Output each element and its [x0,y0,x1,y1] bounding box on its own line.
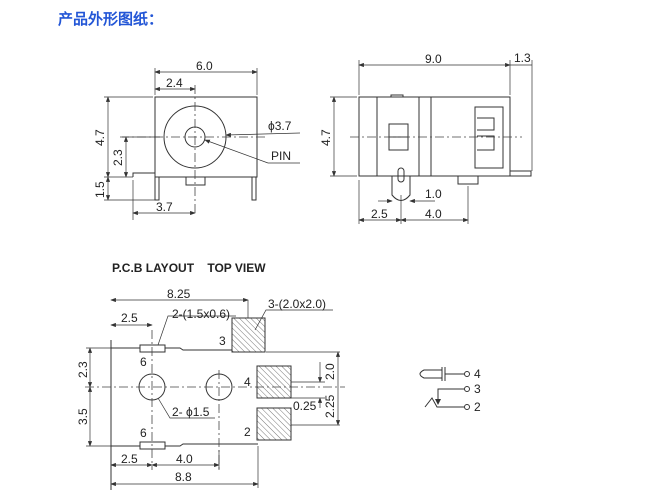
dim-bottom-b: 4.0 [176,452,193,466]
slot-top [139,344,166,353]
pad-4 [256,365,292,399]
dim-extension: 1.3 [514,51,531,65]
dim-length: 9.0 [425,52,442,66]
dim-offset: 2.4 [166,76,183,90]
dim-lower: 3.5 [76,408,90,425]
dim-upper: 2.3 [76,361,90,378]
drawing-line [157,315,236,346]
drawing-line [464,404,470,410]
drawing-line [424,397,464,408]
pad-2 [256,407,292,441]
drawing-line [457,176,479,185]
pad-3-label: 3 [219,334,226,348]
dim-bottom-a: 2.5 [121,452,138,466]
front-view: 6.0 2.4 4.7 2.3 1.5 3.7 ϕ3.7 PIN [93,59,301,220]
schematic-pin-2: 2 [474,400,481,414]
drawing-line [419,369,442,379]
dim-pad-pitch: 2.25 [323,394,337,418]
dim-width: 6.0 [196,59,213,73]
pad-spec: 3-(2.0x2.0) [268,297,326,311]
side-body [358,96,511,177]
dim-overall-bottom: 8.8 [175,470,192,484]
jack-schematic: 4 3 2 [419,367,481,414]
dim-pin-length: 1.5 [93,181,107,198]
side-view: 9.0 1.3 4.7 1.0 2.5 4.0 [319,51,533,224]
drawing-line [254,309,333,331]
dim-center-height: 2.3 [111,149,125,166]
drawing-line [225,132,301,137]
page-title: 产品外形图纸： [58,10,163,28]
drawing-line [111,347,258,447]
schematic-pin-4: 4 [474,367,481,381]
dim-height: 4.7 [93,129,107,146]
dim-pin-spacing: 4.0 [425,207,442,221]
pcb-heading: P.C.B LAYOUT TOP VIEW [112,261,266,275]
dim-pin-width: 1.0 [425,187,442,201]
slot-spec: 2-(1.5x0.6) [172,307,230,321]
drawing-line [437,388,464,402]
dim-side-height: 4.7 [319,129,333,146]
drawing-line [435,399,441,405]
drawing-line [510,170,532,177]
drawing-line [390,94,404,98]
schematic-pin-3: 3 [474,382,481,396]
slot-top-label: 6 [140,355,147,369]
slot-bottom [139,441,166,450]
hole-spec: 2- ϕ1.5 [172,405,210,419]
drawing-line [204,139,269,164]
dim-diameter: ϕ3.7 [268,119,292,133]
drawing-line [132,172,155,177]
drawing-line [157,397,215,419]
slot-bottom-label: 6 [140,426,147,440]
dim-pad-h: 2.0 [323,363,337,380]
drawing-line [154,176,160,201]
drawing-line [397,167,405,183]
pin-label: PIN [271,149,291,163]
drawing-line [185,177,206,186]
dim-pin-offset: 3.7 [156,200,173,214]
dim-pad-gap: 0.25 [293,399,317,413]
pad-2-label: 2 [244,425,251,439]
drawing-line [464,386,470,392]
pad-4-label: 4 [244,375,251,389]
drawing-line [251,176,257,201]
drawing-line [477,117,495,151]
drawing-line [474,106,504,169]
dim-pin-pos: 2.5 [371,207,388,221]
dim-overall-top: 8.25 [167,287,191,301]
pad-3 [231,317,266,353]
dim-slot-offset-top: 2.5 [121,311,138,325]
drawing-line [464,371,470,377]
pcb-layout: 8.25 2.5 2-(1.5x0.6) 3-(2.0x2.0) 3 4 2 6… [76,287,345,490]
